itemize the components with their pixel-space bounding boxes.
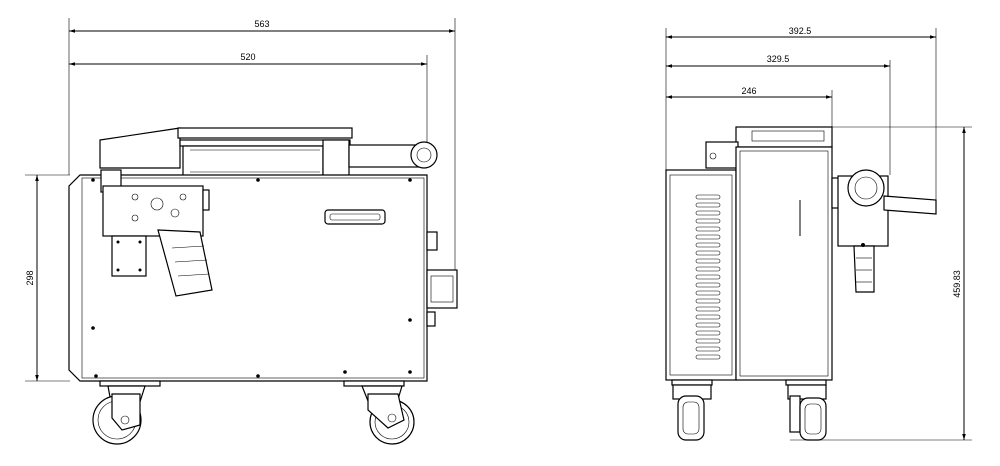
dimension-overall-width: 392.5 [665,26,937,205]
dimension-label-298: 298 [25,270,35,285]
front-view: 392.5 329.5 246 459.83 [665,26,972,441]
side-handle-bar [99,127,438,177]
dimension-label-329-5: 329.5 [767,54,790,64]
side-wheel-left [92,385,146,445]
front-gun-holder [831,169,937,293]
dimension-label-392-5: 392.5 [789,26,812,36]
front-base [671,379,827,386]
front-wheel-left [672,384,712,441]
front-top-housing [705,126,833,169]
dimension-width-to-handle: 329.5 [666,54,891,175]
dimension-label-563: 563 [254,19,269,29]
side-base [99,380,405,387]
dimension-label-459-83: 459.83 [952,270,962,298]
dimension-label-246: 246 [741,86,756,96]
dimension-body-length: 520 [69,52,428,145]
side-wheel-right [361,385,415,445]
dimension-body-width: 246 [666,86,833,130]
front-wheel-right [787,384,827,441]
dimension-height: 298 [25,174,70,382]
front-main-body [665,146,833,381]
dimension-overall-length: 563 [68,18,456,290]
front-vents [695,194,721,360]
side-gun-holder [100,169,213,297]
side-view: 563 520 298 [25,18,458,445]
dimension-label-520: 520 [240,52,255,62]
